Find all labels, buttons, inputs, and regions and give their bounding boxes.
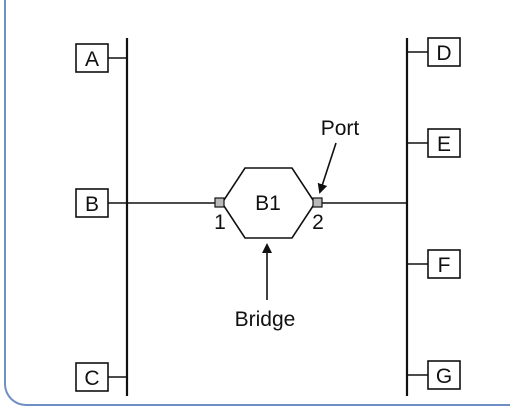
bridge-b1-label: B1 bbox=[255, 192, 281, 215]
bridge-port-2 bbox=[312, 197, 323, 208]
host-b-label: B bbox=[85, 193, 99, 216]
host-a-label: A bbox=[85, 48, 99, 71]
host-d-label: D bbox=[436, 42, 451, 65]
host-e-label: E bbox=[437, 133, 451, 156]
bridge-port-1 bbox=[214, 197, 225, 208]
port-2-number: 2 bbox=[312, 211, 324, 234]
host-g-label: G bbox=[436, 365, 452, 388]
host-d: D bbox=[407, 37, 461, 67]
slide-frame bbox=[4, 0, 510, 406]
host-f-label: F bbox=[438, 254, 451, 277]
host-c-label: C bbox=[84, 367, 99, 390]
port-1-number: 1 bbox=[214, 211, 226, 234]
host-e: E bbox=[407, 128, 461, 158]
host-b: B bbox=[75, 188, 127, 218]
port-annotation: Port bbox=[321, 117, 360, 140]
host-a: A bbox=[75, 43, 127, 73]
host-f: F bbox=[407, 249, 461, 279]
host-g: G bbox=[407, 360, 461, 390]
host-c: C bbox=[75, 362, 127, 392]
port-arrow bbox=[317, 142, 337, 194]
bridge-annotation: Bridge bbox=[235, 308, 296, 331]
